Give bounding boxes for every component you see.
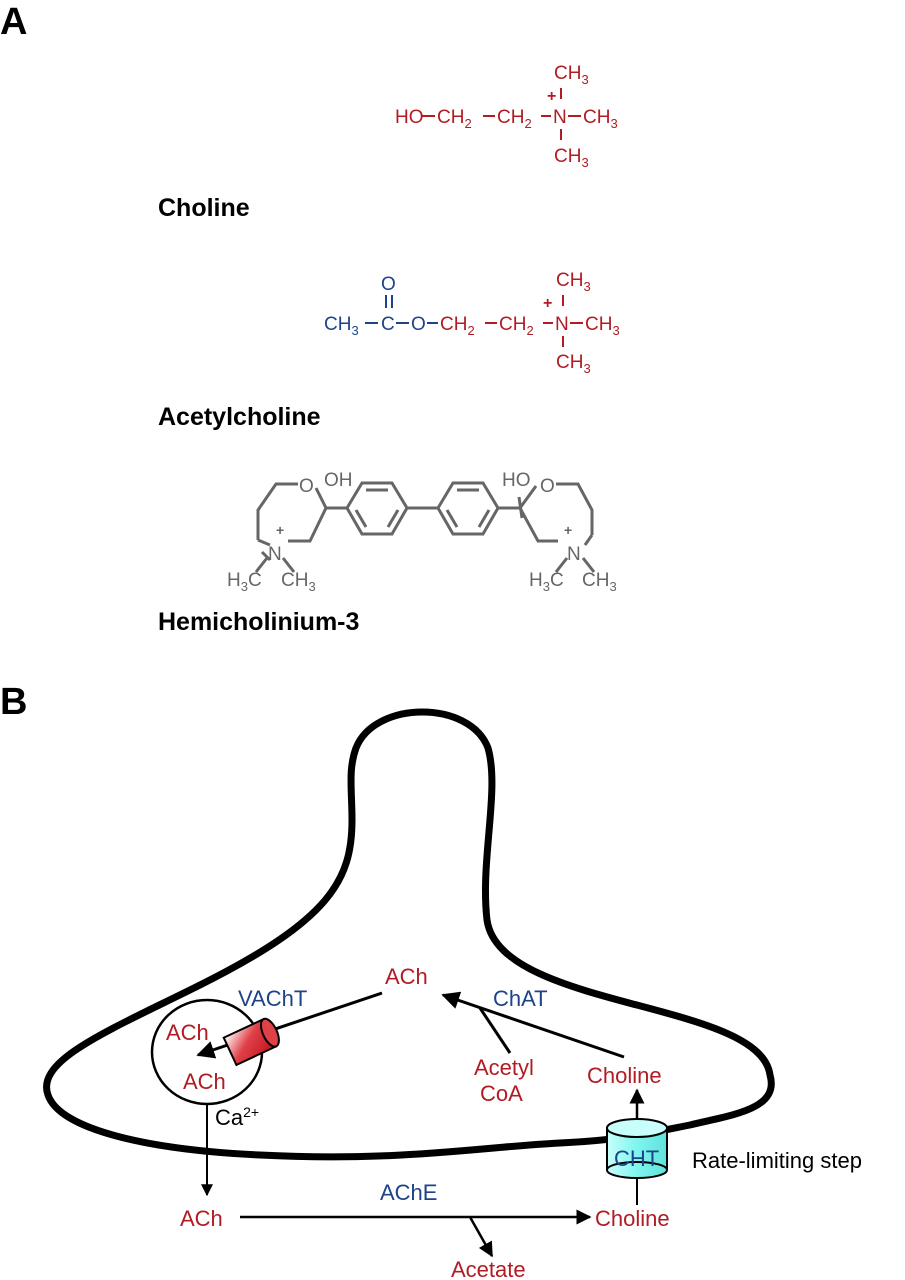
choline-inside-label: Choline <box>587 1063 662 1088</box>
hc3-ch3-right: CH <box>582 570 609 591</box>
choline-methyl-right: CH <box>583 107 610 128</box>
acetyl-coa-label-line1: Acetyl <box>474 1055 534 1080</box>
chat-label: ChAT <box>493 986 548 1011</box>
subscript-3: 3 <box>581 72 588 87</box>
ach-methyl-bottom: CH <box>556 352 583 373</box>
choline-nitrogen: N <box>553 107 567 128</box>
subscript-3: 3 <box>583 361 590 376</box>
choline-structure: HO CH2 CH2 N + CH3 CH3 CH3 <box>395 63 618 170</box>
ach-cleft-label: ACh <box>180 1206 223 1231</box>
choline-cleft-label: Choline <box>595 1206 670 1231</box>
subscript-3: 3 <box>609 579 616 594</box>
choline-ch2-a: CH <box>437 107 464 128</box>
svg-text:CH2: CH2 <box>499 314 534 338</box>
ach-methyl-top: CH <box>556 270 583 291</box>
vacht-label: VAChT <box>238 986 307 1011</box>
choline-methyl-top: CH <box>554 63 581 84</box>
ach-ester-oxygen: O <box>411 314 426 335</box>
hc3-charge-left: + <box>276 522 284 538</box>
ach-carbonyl-carbon: C <box>381 314 395 335</box>
subscript-3: 3 <box>543 579 550 594</box>
hemicholinium-labels: O OH N + H3C CH3 HO O N + H3C CH3 <box>227 470 617 594</box>
hc3-ch3-left: CH <box>281 570 308 591</box>
acetylcholine-name: Acetylcholine <box>158 403 321 431</box>
acetylcholine-structure: CH3 C O O CH2 CH2 N + CH3 CH3 CH3 <box>324 270 620 376</box>
calcium-charge: 2+ <box>243 1104 259 1120</box>
cht-transporter-icon <box>606 1118 668 1179</box>
svg-text:CH3: CH3 <box>281 570 316 594</box>
rate-limiting-label: Rate-limiting step <box>692 1148 862 1173</box>
chat-synthesis-arrow <box>441 991 625 1059</box>
svg-text:CH3: CH3 <box>556 352 591 376</box>
cht-label: CHT <box>614 1146 659 1171</box>
choline-name: Choline <box>158 194 250 222</box>
choline-charge: + <box>547 88 556 105</box>
choline-methyl-bottom: CH <box>554 146 581 167</box>
svg-text:CH3: CH3 <box>585 314 620 338</box>
hc3-h3c-left: H <box>227 570 241 591</box>
acetyl-coa-label-line2: CoA <box>480 1081 523 1106</box>
subscript-2: 2 <box>524 116 531 131</box>
ach-vesicle-bottom-label: ACh <box>183 1069 226 1094</box>
ach-carbonyl-oxygen: O <box>381 274 396 295</box>
ach-methyl-right: CH <box>585 314 612 335</box>
ach-cytosol-label: ACh <box>385 964 428 989</box>
svg-text:CH3: CH3 <box>554 146 589 170</box>
subscript-3: 3 <box>241 579 248 594</box>
svg-text:H3C: H3C <box>529 570 564 594</box>
ach-acetyl-methyl: CH <box>324 314 351 335</box>
choline-hydroxyl: HO <box>395 107 424 128</box>
hc3-ring-oxygen-left: O <box>299 476 314 497</box>
ach-vesicle-top-label: ACh <box>166 1020 209 1045</box>
ach-charge: + <box>543 295 552 312</box>
svg-text:CH3: CH3 <box>582 570 617 594</box>
svg-text:CH2: CH2 <box>440 314 475 338</box>
subscript-3: 3 <box>612 323 619 338</box>
svg-text:CH3: CH3 <box>583 107 618 131</box>
carbon: C <box>248 570 262 591</box>
svg-text:H3C: H3C <box>227 570 262 594</box>
subscript-3: 3 <box>610 116 617 131</box>
svg-text:CH3: CH3 <box>554 63 589 87</box>
acetate-arrow <box>468 1216 494 1258</box>
ach-nitrogen: N <box>555 314 569 335</box>
ach-ch2-a: CH <box>440 314 467 335</box>
carbon: C <box>550 570 564 591</box>
hemicholinium-name: Hemicholinium-3 <box>158 608 359 636</box>
hc3-nitrogen-left: N <box>268 544 282 565</box>
hc3-charge-right: + <box>564 522 572 538</box>
vacht-transporter-icon <box>222 1017 280 1067</box>
acetate-label: Acetate <box>451 1257 526 1280</box>
svg-text:CH2: CH2 <box>437 107 472 131</box>
panel-b-label: B <box>0 681 27 723</box>
panel-a-label: A <box>0 1 27 43</box>
subscript-2: 2 <box>526 323 533 338</box>
nerve-terminal-membrane <box>43 708 775 1161</box>
subscript-3: 3 <box>583 279 590 294</box>
hc3-ring-oxygen-right: O <box>540 476 555 497</box>
svg-text:CH3: CH3 <box>556 270 591 294</box>
subscript-3: 3 <box>351 323 358 338</box>
subscript-3: 3 <box>308 579 315 594</box>
subscript-2: 2 <box>464 116 471 131</box>
hc3-hydroxyl-right: HO <box>502 470 531 491</box>
choline-ch2-b: CH <box>497 107 524 128</box>
ache-label: AChE <box>380 1180 437 1205</box>
subscript-2: 2 <box>467 323 474 338</box>
calcium-symbol: Ca <box>215 1105 244 1130</box>
hemicholinium-structure <box>254 481 596 573</box>
calcium-label: Ca2+ <box>215 1104 259 1130</box>
svg-text:CH2: CH2 <box>497 107 532 131</box>
subscript-3: 3 <box>581 155 588 170</box>
hc3-h3c-right: H <box>529 570 543 591</box>
hc3-nitrogen-right: N <box>567 544 581 565</box>
acetyl-coa-branch-line <box>478 1007 512 1054</box>
ach-ch2-b: CH <box>499 314 526 335</box>
svg-text:CH3: CH3 <box>324 314 359 338</box>
hc3-hydroxyl-left: OH <box>324 470 353 491</box>
